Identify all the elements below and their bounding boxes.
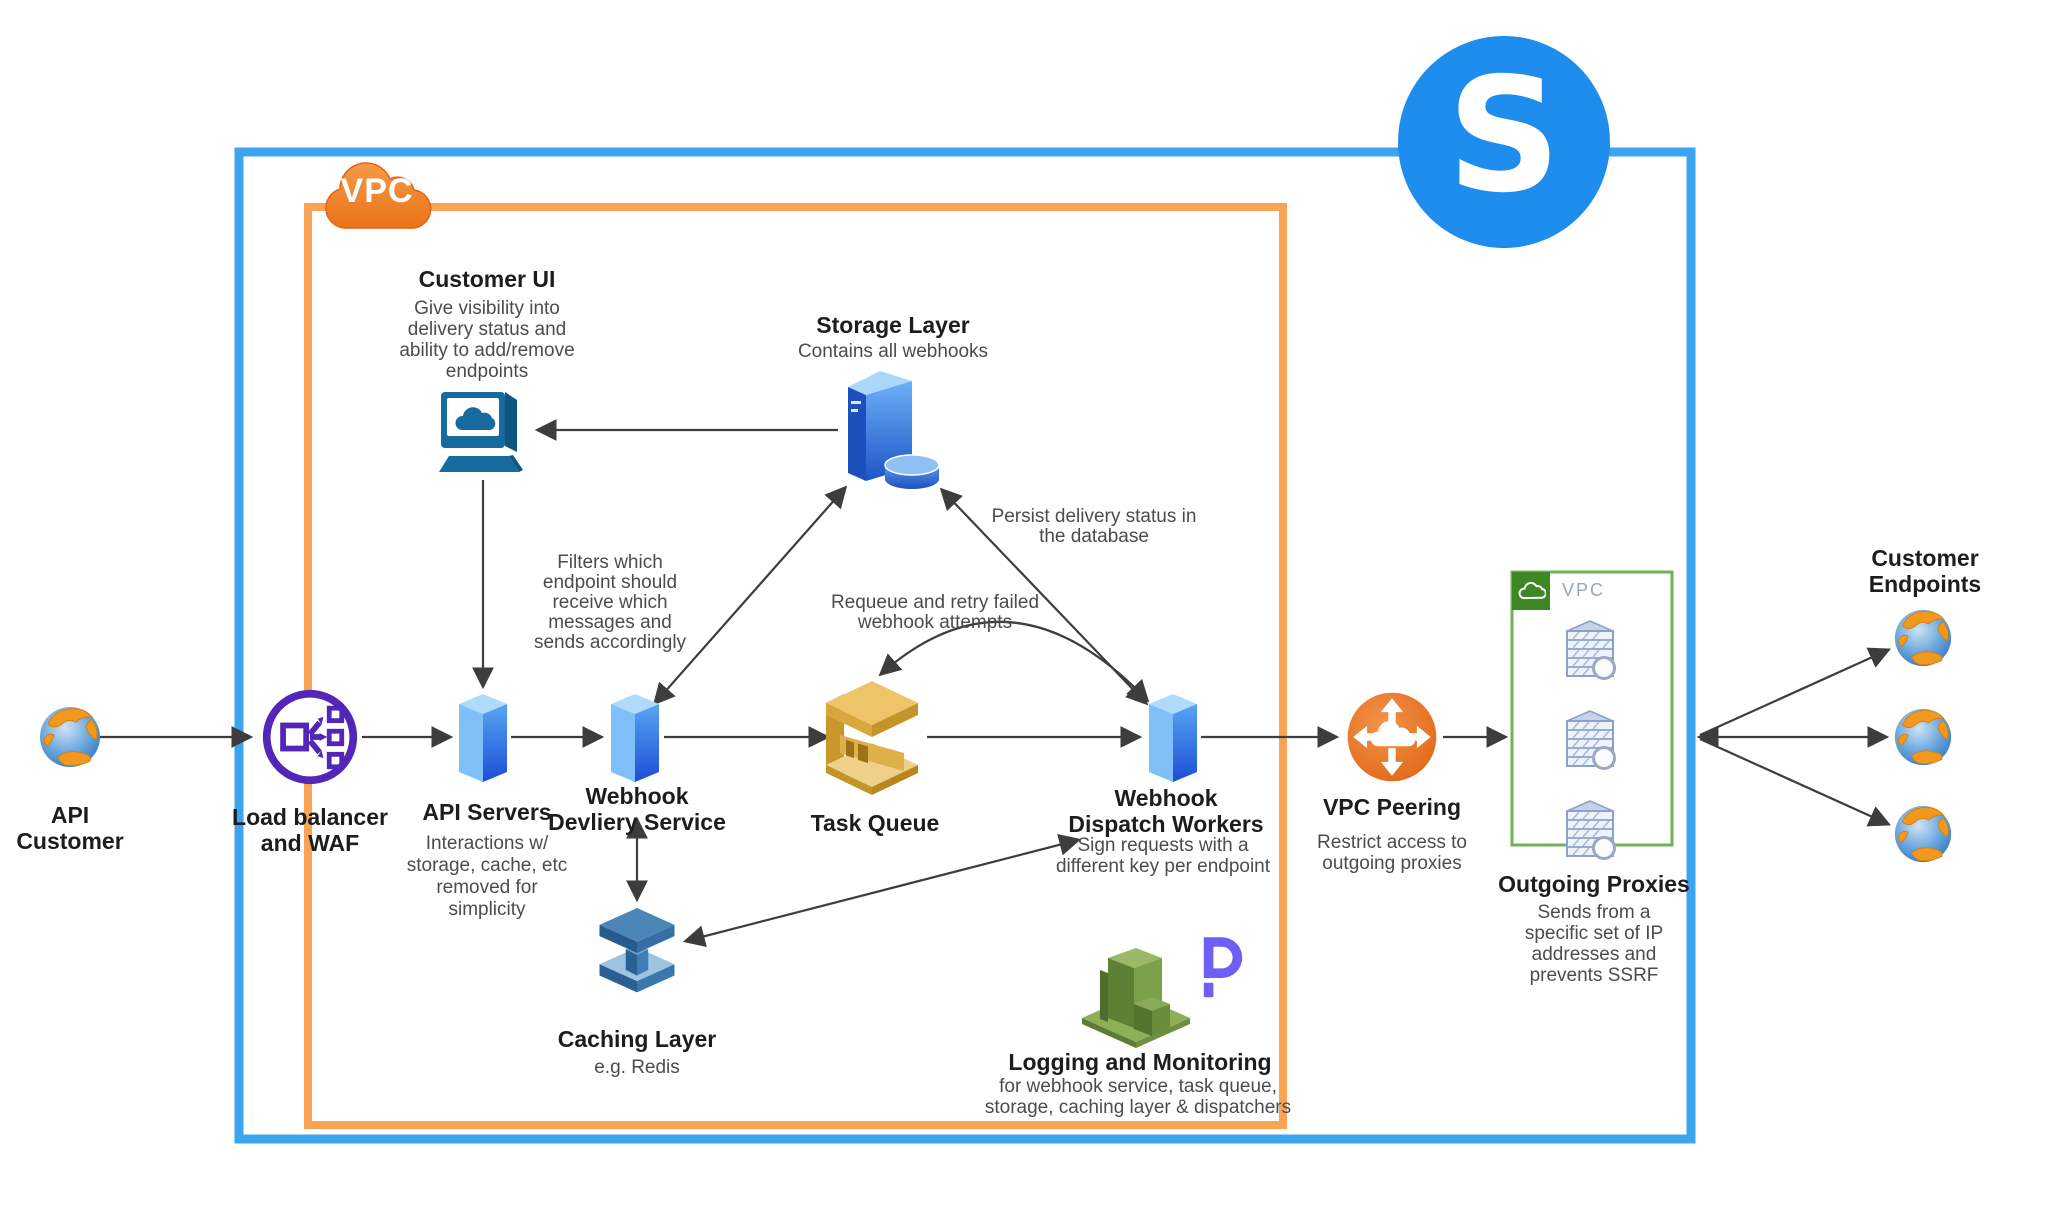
- api-customer-globe-icon: [38, 705, 102, 769]
- vpc-cloud-icon: [325, 162, 432, 229]
- annotation-requeue: Requeue and retry failed webhook attempt…: [830, 592, 1040, 633]
- proxy-server-icon: [1561, 708, 1619, 772]
- customer-ui-monitor-icon: [435, 386, 531, 478]
- api-servers-icon: [457, 692, 509, 784]
- caching-layer-title: Caching Layer: [557, 1026, 717, 1052]
- customer-ui-desc: Give visibility into delivery status and…: [399, 298, 575, 382]
- customer-ui-title: Customer UI: [418, 266, 556, 292]
- logging-desc: for webhook service, task queue, storage…: [984, 1076, 1292, 1118]
- outgoing-proxies-title: Outgoing Proxies: [1498, 871, 1690, 897]
- vpc-peering-icon: [1344, 689, 1440, 785]
- outgoing-proxies-desc: Sends from a specific set of IP addresse…: [1524, 902, 1664, 986]
- dispatch-workers-desc: Sign requests with a different key per e…: [1055, 835, 1271, 877]
- dispatch-workers-icon: [1147, 692, 1199, 784]
- api-servers-title: API Servers: [422, 799, 552, 825]
- proxy-server-icon: [1561, 798, 1619, 862]
- proxies-vpc-badge: [1512, 572, 1550, 610]
- vpc-peering-desc: Restrict access to outgoing proxies: [1317, 832, 1467, 874]
- task-queue-label: Task Queue: [810, 810, 940, 836]
- customer-endpoint-globe-icon: [1893, 804, 1953, 864]
- task-queue-icon: [820, 677, 924, 797]
- p-logo-icon: [1196, 926, 1250, 1006]
- proxies-vpc-cloud-icon: [1516, 578, 1546, 604]
- annotation-persist: Persist delivery status in the database: [991, 506, 1197, 547]
- svix-boundary-box: [234, 147, 1696, 1144]
- customer-endpoint-globe-icon: [1893, 707, 1953, 767]
- api-customer-label: API Customer: [16, 802, 124, 854]
- proxy-server-icon: [1561, 618, 1619, 682]
- vpc-peering-title: VPC Peering: [1322, 794, 1462, 820]
- customer-endpoint-globe-icon: [1893, 608, 1953, 668]
- load-balancer-label: Load balancer and WAF: [232, 804, 388, 856]
- dispatch-workers-title: Webhook Dispatch Workers: [1068, 785, 1264, 837]
- logging-title: Logging and Monitoring: [1008, 1049, 1272, 1075]
- load-balancer-icon: [260, 687, 360, 787]
- api-servers-desc: Interactions w/ storage, cache, etc remo…: [406, 833, 568, 920]
- annotation-filters: Filters which endpoint should receive wh…: [533, 552, 687, 653]
- storage-layer-icon: [840, 365, 970, 490]
- svix-logo: S: [1398, 36, 1610, 248]
- svix-logo-letter: S: [1447, 44, 1561, 228]
- storage-layer-title: Storage Layer: [816, 312, 970, 338]
- logging-building-icon: [1078, 940, 1194, 1048]
- proxies-vpc-box-label: VPC: [1562, 580, 1606, 600]
- storage-layer-desc: Contains all webhooks: [797, 341, 989, 362]
- proxies-vpc-box: [1510, 570, 1674, 847]
- customer-endpoints-label: Customer Endpoints: [1868, 545, 1982, 597]
- vpc-boundary-box: [304, 203, 1287, 1129]
- webhook-delivery-label: Webhook Devliery Service: [548, 783, 726, 835]
- webhook-delivery-icon: [609, 692, 661, 784]
- caching-layer-desc: e.g. Redis: [594, 1057, 680, 1078]
- vpc-cloud-label: VPC: [340, 172, 414, 210]
